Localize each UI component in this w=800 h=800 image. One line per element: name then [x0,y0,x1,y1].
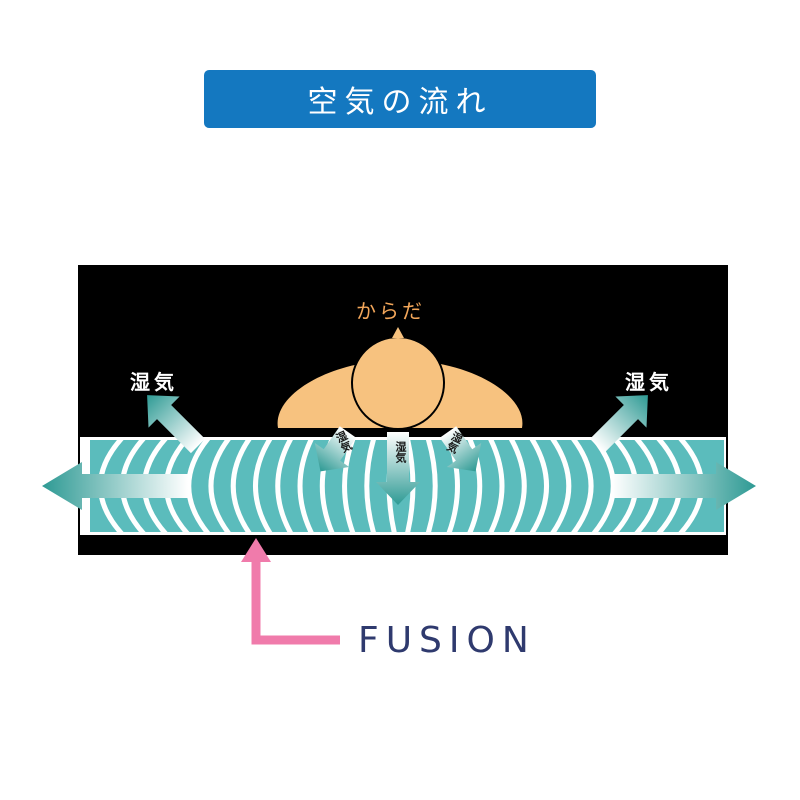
wave-line [253,440,273,532]
fusion-pointer-head [241,538,271,562]
moisture-label-small-center: 湿気 [394,441,407,463]
moisture-label-right: 湿気 [625,370,673,394]
wave-line [508,440,527,532]
left-down-arrow [314,426,357,472]
left-up-arrow [147,395,206,454]
head-circle [351,336,445,430]
wave-line [425,440,438,532]
wave-line [208,440,231,532]
body-label: からだ [356,299,425,323]
wave-line [488,440,505,532]
wave-line [571,440,594,532]
wave-line [529,440,549,532]
wave-line [342,440,356,532]
wave-line [186,440,211,532]
left-outflow-arrow [42,462,188,510]
wave-line [364,440,376,532]
right-up-arrow [589,395,648,454]
right-down-arrow [439,426,482,472]
page-title: 空気の流れ [307,85,493,120]
product-label: FUSION [358,620,536,661]
wave-line [550,440,572,532]
wave-line [230,440,252,532]
moisture-label-left: 湿気 [130,370,178,394]
fusion-pointer-line [251,560,340,645]
wave-line [275,440,293,532]
wave-line [297,440,314,532]
title-banner: 空気の流れ [204,70,596,128]
wave-line [467,440,483,532]
head-tuft [392,327,404,338]
right-outflow-arrow [612,462,756,510]
center-down-arrow [376,432,420,505]
